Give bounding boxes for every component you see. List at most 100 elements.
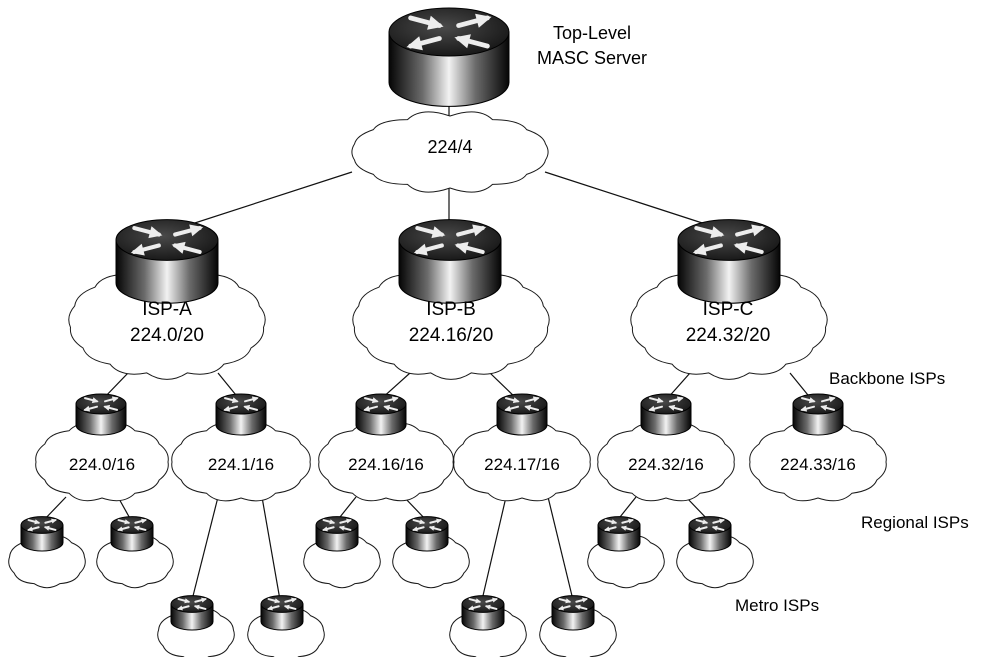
- router-arrowhead: [558, 605, 564, 611]
- router-regional-3: [355, 393, 407, 436]
- router-arrowhead: [371, 397, 379, 404]
- router-arrowhead: [231, 397, 239, 404]
- router-top-level: [388, 7, 510, 107]
- router-arrowhead: [148, 226, 163, 239]
- link-regional-4-to-metro-2: [547, 496, 574, 601]
- router-arrowhead: [427, 15, 444, 30]
- router-metro-7: [461, 595, 505, 631]
- router-arrowhead: [27, 526, 33, 532]
- regional-prefix-4: 224.17/16: [484, 455, 560, 474]
- router-top: [398, 219, 502, 261]
- isp-c-prefix: 224.32/20: [686, 325, 771, 346]
- router-isp-a: [115, 219, 219, 304]
- router-top: [170, 595, 214, 613]
- router-top: [597, 516, 641, 534]
- router-arrowhead: [223, 405, 231, 412]
- router-arrowhead: [710, 226, 725, 239]
- router-arrowhead: [291, 597, 297, 603]
- top-server-label-line1: Top-Level: [553, 23, 631, 43]
- router-arrowhead: [574, 604, 581, 610]
- cloud-icon: [749, 422, 887, 502]
- router-arrowhead: [103, 404, 111, 411]
- router-arrowhead: [177, 605, 183, 611]
- router-arrowhead: [171, 241, 186, 254]
- router-isp-b: [398, 219, 502, 304]
- router-arrowhead: [828, 396, 836, 403]
- router-top: [355, 393, 407, 415]
- router-arrowhead: [412, 526, 418, 532]
- router-arrowhead: [363, 405, 371, 412]
- router-arrowhead: [428, 525, 435, 531]
- router-metro-10: [688, 516, 732, 552]
- router-arrowhead: [820, 404, 828, 411]
- routers: [20, 7, 844, 631]
- router-arrowhead: [492, 597, 498, 603]
- tier-label-metro: Metro ISPs: [735, 596, 819, 615]
- router-arrowhead: [454, 34, 471, 49]
- router-top: [20, 516, 64, 534]
- router-metro-9: [597, 516, 641, 552]
- isp-b-prefix: 224.16/20: [409, 325, 494, 346]
- router-arrowhead: [431, 226, 446, 239]
- network-clouds: [8, 111, 887, 657]
- router-top: [496, 393, 548, 415]
- cloud-isp-c: [630, 265, 828, 380]
- router-regional-5: [640, 393, 692, 436]
- router-arrowhead: [338, 525, 345, 531]
- cloud-top-level: [351, 111, 549, 193]
- router-arrowhead: [83, 405, 91, 412]
- cloud-icon: [68, 265, 266, 380]
- isp-a-prefix: 224.0/20: [130, 325, 204, 346]
- router-arrowhead: [383, 404, 391, 411]
- cloud-icon: [352, 265, 550, 380]
- cloud-metro-2: [96, 535, 174, 589]
- router-arrowhead: [43, 525, 50, 531]
- router-top: [75, 393, 127, 415]
- router-arrowhead: [711, 525, 718, 531]
- cloud-icon: [171, 422, 311, 502]
- router-top: [640, 393, 692, 415]
- router-metro-1: [20, 516, 64, 552]
- router-arrowhead: [648, 405, 656, 412]
- router-arrowhead: [454, 241, 469, 254]
- cloud-regional-3: [318, 422, 454, 502]
- router-regional-1: [75, 393, 127, 436]
- router-arrowhead: [193, 604, 200, 610]
- router-arrowhead: [141, 518, 147, 524]
- router-top: [215, 393, 267, 415]
- tier-label-backbone: Backbone ISPs: [829, 369, 945, 388]
- router-arrowhead: [751, 224, 766, 237]
- router-arrowhead: [695, 526, 701, 532]
- router-arrowhead: [484, 604, 491, 610]
- router-top: [260, 595, 304, 613]
- router-top: [315, 516, 359, 534]
- router-arrowhead: [51, 518, 57, 524]
- router-arrowhead: [582, 597, 588, 603]
- router-arrowhead: [475, 598, 482, 604]
- router-arrowhead: [243, 404, 251, 411]
- router-top: [115, 219, 219, 261]
- regional-prefix-6: 224.33/16: [780, 455, 856, 474]
- router-arrowhead: [111, 396, 119, 403]
- router-arrowhead: [532, 396, 540, 403]
- router-arrowhead: [283, 604, 290, 610]
- router-arrowhead: [251, 396, 259, 403]
- router-top: [110, 516, 154, 534]
- router-arrowhead: [733, 241, 748, 254]
- isp-b-name: ISP-B: [426, 299, 476, 320]
- router-top: [688, 516, 732, 534]
- router-metro-6: [405, 516, 449, 552]
- router-arrowhead: [419, 519, 426, 525]
- router-arrowhead: [329, 519, 336, 525]
- regional-prefix-2: 224.1/16: [208, 455, 274, 474]
- router-arrowhead: [692, 243, 707, 256]
- router-arrowhead: [267, 605, 273, 611]
- router-arrowhead: [800, 405, 808, 412]
- router-metro-4: [260, 595, 304, 631]
- router-arrowhead: [472, 224, 487, 237]
- router-arrowhead: [133, 525, 140, 531]
- router-regional-6: [792, 393, 844, 436]
- router-arrowhead: [702, 519, 709, 525]
- router-top: [405, 516, 449, 534]
- router-arrowhead: [189, 224, 204, 237]
